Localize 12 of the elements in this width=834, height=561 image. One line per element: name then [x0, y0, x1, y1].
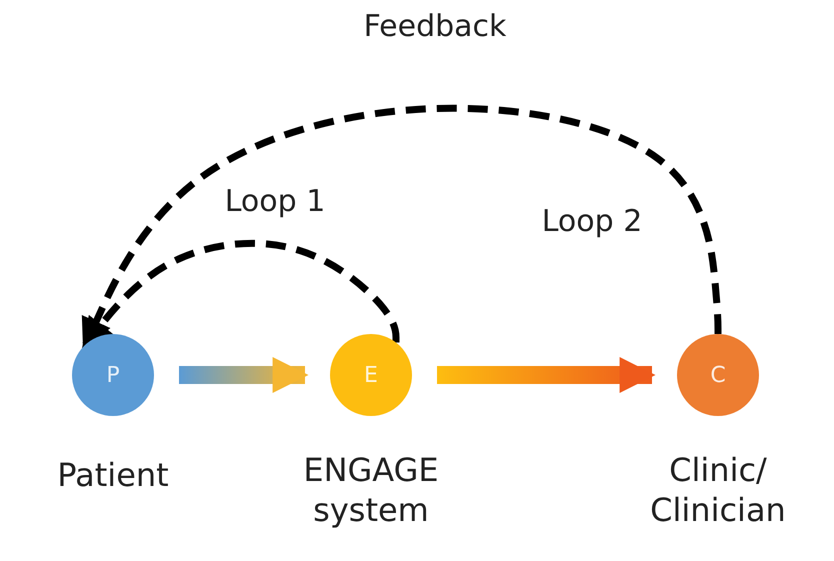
- node-caption: ENGAGE system: [302, 450, 440, 530]
- node-letter: E: [364, 362, 378, 388]
- node-caption: Patient: [56, 455, 170, 495]
- edge-label: Loop 1: [224, 183, 326, 220]
- node-caption: Clinic/ Clinician: [649, 450, 787, 530]
- edge-label: Loop 2: [540, 203, 644, 240]
- node-letter: C: [710, 362, 726, 388]
- block-arrow: [437, 357, 656, 393]
- diagram-label: Feedback: [362, 8, 508, 46]
- block-arrow: [179, 357, 309, 393]
- dashed-arrow: [82, 240, 400, 350]
- node-letter: P: [106, 362, 120, 388]
